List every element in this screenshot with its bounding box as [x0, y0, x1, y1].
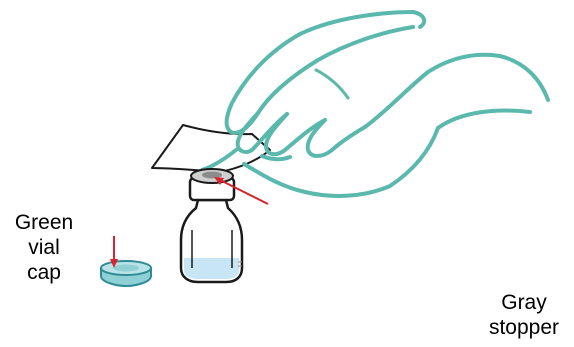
label-line: Gray — [478, 290, 570, 315]
label-line: Green — [4, 210, 84, 235]
gray-stopper-label: Gray stopper — [478, 290, 570, 340]
label-line: stopper — [478, 315, 570, 340]
hand-icon — [202, 12, 548, 196]
label-line: vial — [4, 235, 84, 260]
label-line: cap — [4, 260, 84, 285]
green-vial-cap-label: Green vial cap — [4, 210, 84, 285]
vial-cap-icon — [101, 261, 151, 286]
